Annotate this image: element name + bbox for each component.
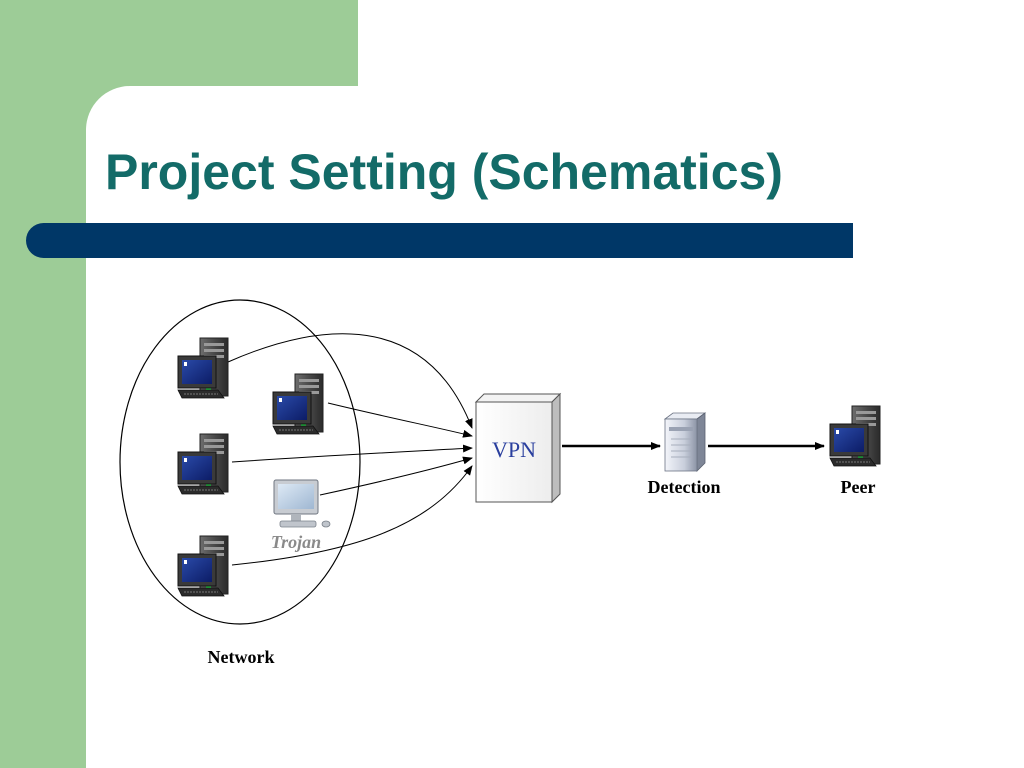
monitor-icon: [273, 479, 331, 528]
vpn-label: VPN: [492, 437, 536, 462]
link-trojan-vpn: [319, 456, 473, 496]
peer-label: Peer: [841, 477, 876, 497]
workstation-icon: [829, 405, 881, 467]
slide-title: Project Setting (Schematics): [105, 144, 783, 200]
detection-label: Detection: [648, 477, 721, 497]
network-label: Network: [208, 647, 275, 667]
vpn-gateway-box: [474, 392, 562, 504]
workstation-icon: [177, 433, 229, 495]
link-pc1-vpn: [227, 333, 473, 429]
link-pc2-vpn: [327, 402, 473, 438]
link-pc3-vpn: [231, 444, 473, 463]
workstation-icon: [177, 337, 229, 399]
network-boundary: [119, 299, 361, 625]
workstation-icon: [272, 373, 324, 435]
network-schematic-diagram: Trojan Network VPN: [100, 290, 900, 690]
title-underline-bar: [26, 223, 853, 258]
server-icon: [663, 412, 707, 472]
trojan-label: Trojan: [271, 532, 321, 552]
link-pc4-vpn: [231, 465, 473, 566]
workstation-icon: [177, 535, 229, 597]
